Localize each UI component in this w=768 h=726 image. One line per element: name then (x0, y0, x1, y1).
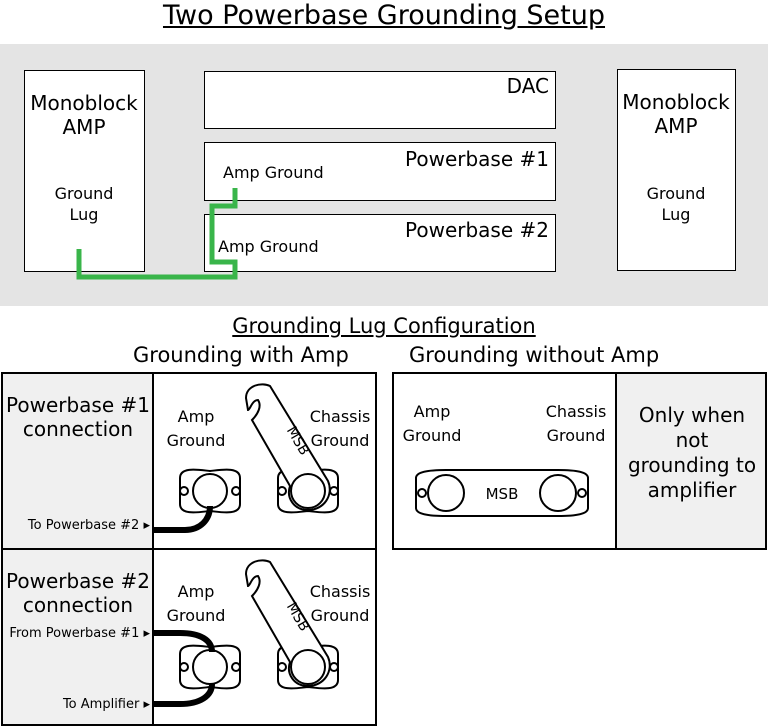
wo-msb-bridge (415, 469, 589, 517)
powerbase2-amp-ground-label: Amp Ground (218, 237, 319, 256)
from-pb1-label: From Powerbase #1 ▸ (9, 626, 150, 641)
without-amp-title: Grounding without Amp (409, 343, 660, 367)
to-amplifier-label: To Amplifier ▸ (62, 697, 150, 712)
powerbase1-amp-ground-label: Amp Ground (223, 163, 324, 182)
pb2-chassis-ground-label: Chassis Ground (309, 582, 371, 625)
page-title: Two Powerbase Grounding Setup (162, 0, 606, 31)
wo-amp-ground-label: Amp Ground (402, 402, 462, 445)
pb2-connection-label: Powerbase #2 connection (6, 569, 150, 617)
wo-chassis-ground-label: Chassis Ground (545, 402, 607, 445)
pb2-amp-ground-label: Amp Ground (166, 582, 226, 625)
config-title: Grounding Lug Configuration (232, 314, 536, 338)
dac-box: DAC (204, 71, 556, 129)
powerbase1-box: Powerbase #1 Amp Ground (204, 142, 556, 201)
powerbase2-box: Powerbase #2 Amp Ground (204, 214, 556, 272)
pb1-amp-ground-lug (179, 468, 241, 514)
right-monoblock-amp: Monoblock AMP Ground Lug (617, 69, 736, 271)
left-amp-label: Monoblock AMP (30, 91, 138, 139)
with-amp-title: Grounding with Amp (133, 343, 349, 367)
powerbase2-label: Powerbase #2 (405, 218, 549, 242)
right-amp-lug-label: Ground Lug (646, 184, 706, 224)
left-monoblock-amp: Monoblock AMP Ground Lug (24, 70, 145, 272)
only-note-label: Only when not grounding to amplifier (627, 403, 757, 502)
pb1-connection-label: Powerbase #1 connection (6, 393, 150, 441)
pb1-amp-ground-label: Amp Ground (166, 407, 226, 450)
pb2-wire-to-amplifier (154, 683, 215, 707)
pb2-amp-ground-lug (179, 644, 241, 690)
wo-msb-text: MSB (486, 485, 519, 503)
pb1-chassis-ground-label: Chassis Ground (309, 407, 371, 450)
pb2-wire-from-pb1 (154, 630, 215, 653)
left-amp-lug-label: Ground Lug (54, 184, 114, 224)
dac-label: DAC (506, 74, 549, 98)
pb1-black-wire (154, 505, 213, 533)
to-pb2-label: To Powerbase #2 ▸ (27, 518, 150, 533)
powerbase1-label: Powerbase #1 (405, 147, 549, 171)
right-amp-label: Monoblock AMP (622, 90, 730, 138)
